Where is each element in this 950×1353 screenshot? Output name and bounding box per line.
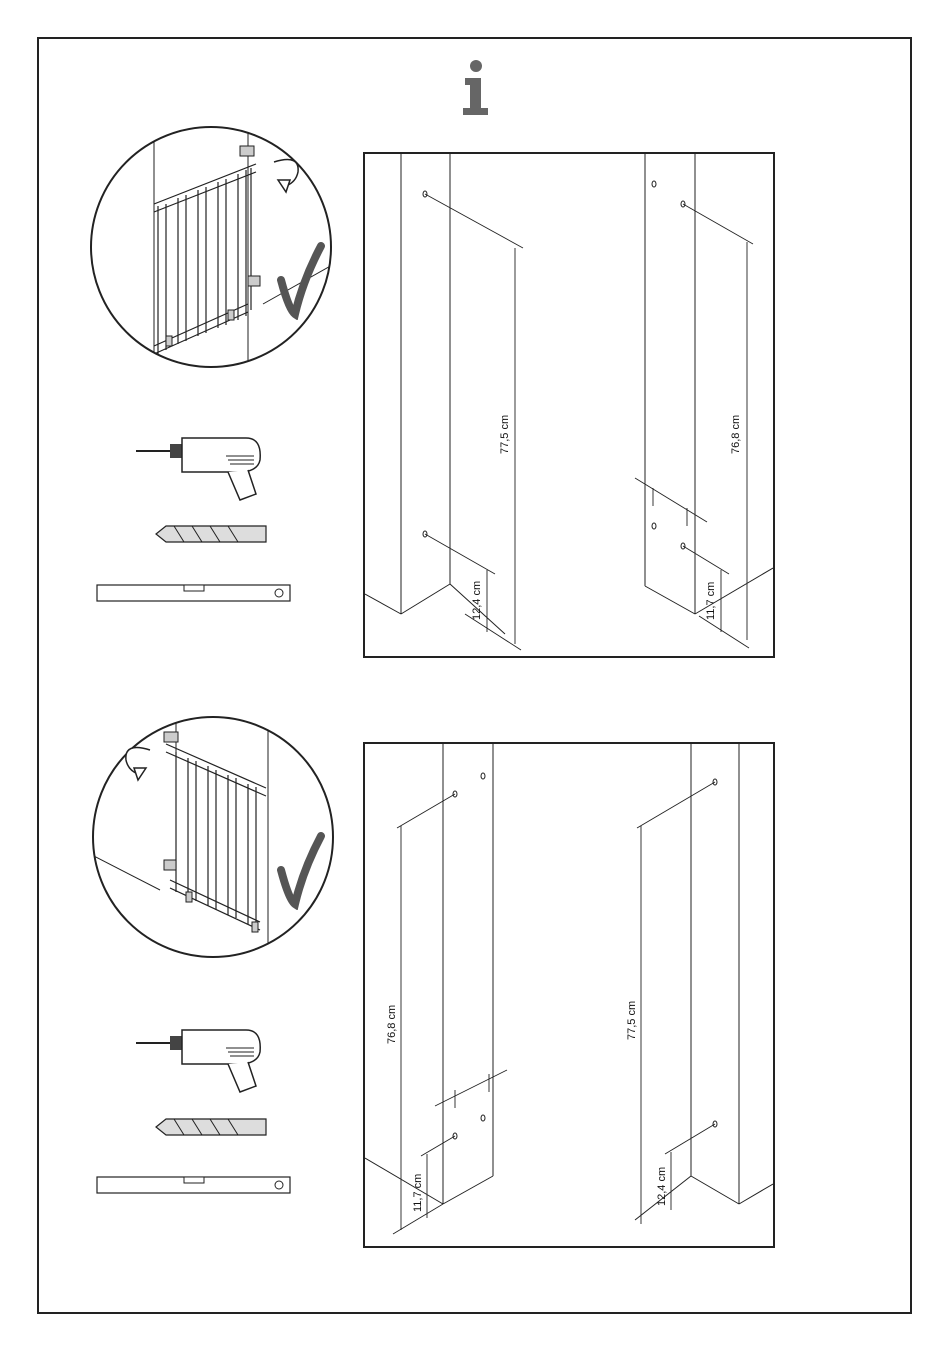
checkmark-icon [275, 830, 327, 910]
dim-bottom-label-left: 11,7 cm [412, 1174, 424, 1212]
dim-span-label-right: 76,8 cm [730, 415, 742, 454]
drill-bit-icon [154, 522, 268, 546]
dim-bottom-label-right: 12,4 cm [656, 1167, 668, 1206]
checkmark-icon [275, 240, 327, 320]
drill-bit-icon [154, 1115, 268, 1139]
dim-bottom-label-left: 12,4 cm [471, 581, 483, 620]
rotate-arrow-icon [120, 740, 154, 786]
drill-icon [136, 1022, 268, 1096]
info-icon [459, 60, 493, 116]
dim-span-label-left: 77,5 cm [499, 415, 511, 454]
rotate-arrow-icon [270, 152, 304, 198]
mounting-diagram-bottom: 76,8 cm 11,7 cm 77,5 cm 12,4 cm [363, 742, 775, 1248]
mounting-diagram-top: 77,5 cm 12,4 cm 76,8 cm 11,7 cm [363, 152, 775, 658]
drill-icon [136, 430, 268, 504]
dim-span-label-right: 77,5 cm [626, 1001, 638, 1040]
dim-span-label-left: 76,8 cm [386, 1005, 398, 1044]
spirit-level-icon [96, 1175, 292, 1195]
dim-bottom-label-right: 11,7 cm [705, 582, 717, 620]
spirit-level-icon [96, 583, 292, 603]
